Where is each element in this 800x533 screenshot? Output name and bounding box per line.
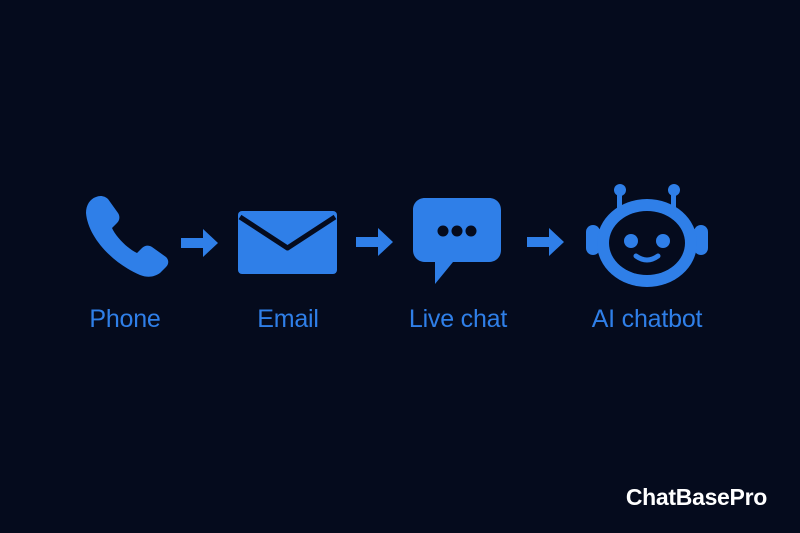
brand-logo-text: ChatBasePro [625, 484, 767, 510]
step-label-email: Email [257, 305, 319, 333]
step-label-phone: Phone [89, 305, 161, 333]
arrow-right-icon [527, 228, 564, 256]
envelope-icon [238, 211, 337, 274]
arrow-right-icon [181, 229, 218, 257]
phone-icon [86, 195, 169, 277]
step-label-live-chat: Live chat [408, 305, 508, 333]
robot-icon [586, 184, 708, 287]
arrow-right-icon [356, 228, 393, 256]
chat-bubble-icon [413, 198, 501, 284]
step-label-ai-chatbot: AI chatbot [591, 305, 703, 333]
